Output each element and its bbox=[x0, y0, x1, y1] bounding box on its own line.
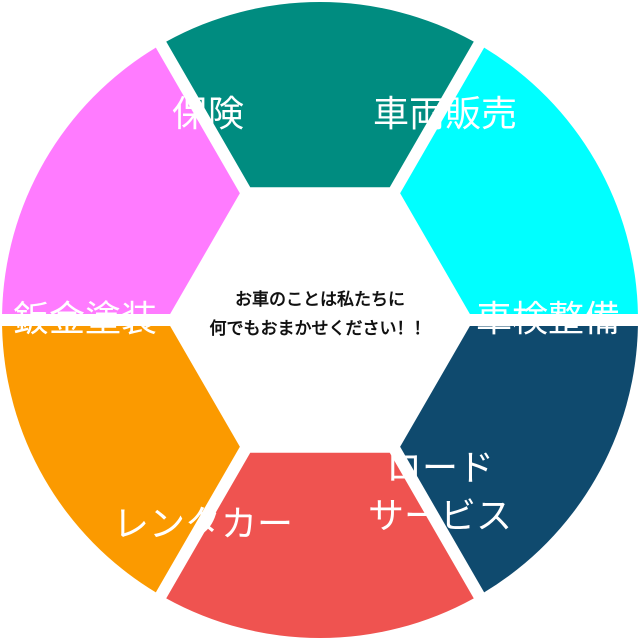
segment-sharyo-hanbai bbox=[166, 1, 474, 188]
segment-label-sharyo-hanbai: 車両販売 bbox=[373, 94, 517, 135]
segment-label-road-service-line2: サービス bbox=[368, 496, 512, 537]
center-text-line2: 何でもおまかせください！！ bbox=[210, 318, 431, 339]
segment-rentacar bbox=[166, 452, 474, 638]
segment-label-shaken-seibi: 車検整備 bbox=[476, 299, 620, 340]
segment-shaken-seibi bbox=[400, 47, 638, 315]
segment-bankin-tosou bbox=[2, 325, 240, 593]
segment-label-road-service-line1: ロード bbox=[386, 448, 494, 489]
center-message: お車のことは私たちに 何でもおまかせください！！ bbox=[210, 289, 431, 339]
segment-label-bankin-tosou: 鈑金塗装 bbox=[13, 299, 157, 340]
segment-label-rentacar: レンタカー bbox=[113, 504, 293, 545]
segment-road-service bbox=[400, 325, 638, 593]
segment-label-hoken: 保険 bbox=[172, 94, 244, 135]
segment-hoken bbox=[2, 47, 240, 315]
center-text-line1: お車のことは私たちに bbox=[235, 289, 405, 310]
